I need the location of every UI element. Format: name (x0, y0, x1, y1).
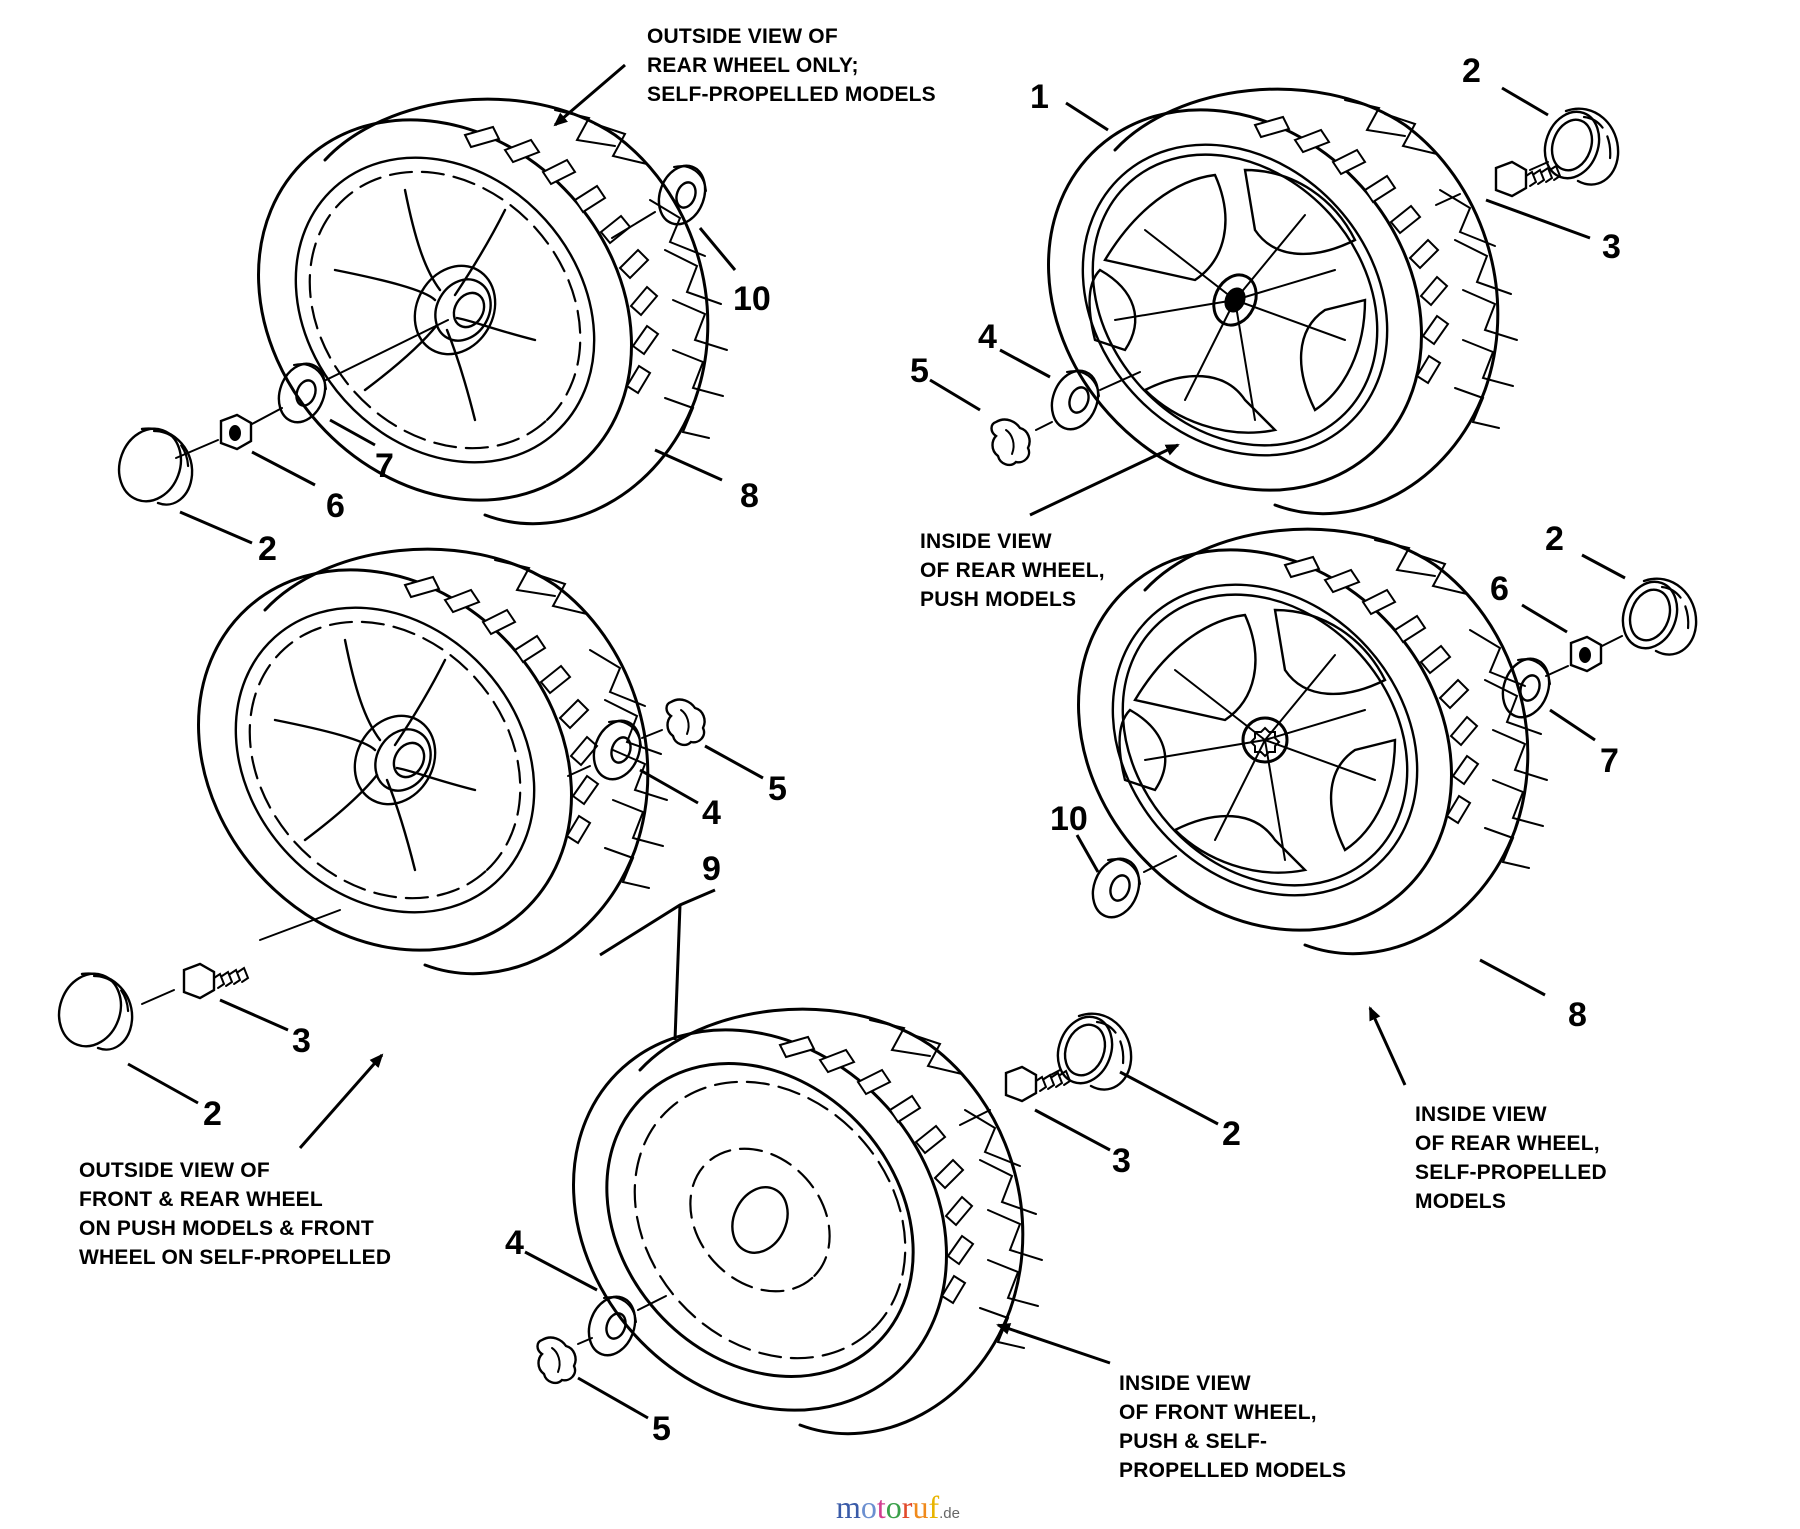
wheel-inside-front (494, 952, 1044, 1488)
clip-5-tr (990, 418, 1031, 467)
caption-line: INSIDE VIEW (1415, 1103, 1547, 1126)
caption-arrows (298, 63, 1407, 1365)
watermark-letter: o (885, 1489, 902, 1525)
callout-4: 4 (702, 794, 721, 832)
caption-line: INSIDE VIEW (920, 530, 1052, 553)
callout-3: 3 (1602, 228, 1621, 266)
wheel-inside-rear-self-propelled (999, 472, 1549, 1008)
callout-10: 10 (1050, 800, 1088, 838)
callout-9: 9 (702, 850, 721, 888)
watermark-letter: u (912, 1489, 929, 1525)
caption-line: MODELS (1415, 1190, 1507, 1213)
wheel-outside-rear-self-propelled (179, 42, 729, 578)
caption-line: ON PUSH MODELS & FRONT (79, 1217, 374, 1240)
caption-outside-front-rear-push: OUTSIDE VIEW OF FRONT & REAR WHEEL ON PU… (79, 1156, 391, 1272)
caption-inside-front: INSIDE VIEW OF FRONT WHEEL, PUSH & SELF-… (1119, 1369, 1346, 1485)
callout-3: 3 (292, 1022, 311, 1060)
washer-4-bl (584, 713, 650, 787)
caption-line: OUTSIDE VIEW OF (647, 25, 838, 48)
nut-6-mr (1569, 635, 1603, 673)
leader-lines (127, 86, 1626, 1420)
caption-line: OF REAR WHEEL, (1415, 1132, 1600, 1155)
callout-8: 8 (1568, 996, 1587, 1034)
caption-inside-rear-self-propelled: INSIDE VIEW OF REAR WHEEL, SELF-PROPELLE… (1415, 1100, 1607, 1216)
watermark-tld: .de (939, 1505, 960, 1522)
wheel-outside-front-rear-push (119, 492, 669, 1028)
watermark-logo: motoruf.de (836, 1489, 960, 1526)
caption-line: OUTSIDE VIEW OF (79, 1159, 270, 1182)
caption-line: OF FRONT WHEEL, (1119, 1401, 1317, 1424)
watermark-letter: m (836, 1489, 861, 1525)
watermark-letter: r (901, 1489, 913, 1525)
washer-4-tr (1042, 363, 1108, 437)
callout-3: 3 (1112, 1142, 1131, 1180)
nut-6-tl (219, 413, 253, 451)
caption-line: REAR WHEEL ONLY; (647, 54, 859, 77)
watermark-letter: t (876, 1489, 886, 1525)
caption-line: INSIDE VIEW (1119, 1372, 1251, 1395)
hubcap-ring-2-mr (1612, 572, 1698, 658)
callout-2: 2 (258, 530, 277, 568)
watermark-letter: o (860, 1489, 877, 1525)
callout-2: 2 (1545, 520, 1564, 558)
bolt-3-bl (182, 962, 250, 1000)
caption-line: SELF-PROPELLED MODELS (647, 83, 936, 106)
caption-outside-rear-self-propelled: OUTSIDE VIEW OF REAR WHEEL ONLY; SELF-PR… (647, 22, 936, 109)
washer-7-mr (1493, 651, 1559, 725)
hubcap-2-bl (47, 963, 134, 1057)
bolt-3-tr (1494, 160, 1562, 198)
wheel-inside-rear-push (969, 32, 1519, 568)
callout-7: 7 (375, 447, 394, 485)
hubcap-2-tl (107, 418, 194, 512)
caption-line: OF REAR WHEEL, (920, 559, 1105, 582)
caption-line: SELF-PROPELLED (1415, 1161, 1607, 1184)
watermark-letter: f (928, 1489, 940, 1525)
callout-7: 7 (1600, 742, 1619, 780)
callout-10: 10 (733, 280, 771, 318)
caption-line: PUSH MODELS (920, 588, 1077, 611)
callout-5: 5 (768, 770, 787, 808)
callout-8: 8 (740, 477, 759, 515)
bolt-3-bc (1004, 1065, 1072, 1103)
washer-4-bc (579, 1289, 645, 1363)
caption-line: PROPELLED MODELS (1119, 1459, 1347, 1482)
callout-5: 5 (652, 1410, 671, 1448)
callout-2: 2 (1222, 1115, 1241, 1153)
washer-10-tl (649, 158, 715, 232)
caption-inside-rear-push: INSIDE VIEW OF REAR WHEEL, PUSH MODELS (920, 527, 1105, 614)
clip-5-bl (665, 698, 706, 747)
hubcap-ring-2-tr (1534, 102, 1620, 188)
callout-4: 4 (978, 318, 997, 356)
callout-6: 6 (326, 487, 345, 525)
callout-2: 2 (203, 1095, 222, 1133)
callout-2: 2 (1462, 52, 1481, 90)
callout-6: 6 (1490, 570, 1509, 608)
callout-1: 1 (1030, 78, 1049, 116)
clip-5-bc (536, 1336, 577, 1385)
caption-line: PUSH & SELF- (1119, 1430, 1268, 1453)
callout-5: 5 (910, 352, 929, 390)
caption-line: FRONT & REAR WHEEL (79, 1188, 323, 1211)
watermark-wordmark: motoruf (836, 1489, 939, 1525)
callout-4: 4 (505, 1224, 524, 1262)
caption-line: WHEEL ON SELF-PROPELLED (79, 1246, 392, 1269)
